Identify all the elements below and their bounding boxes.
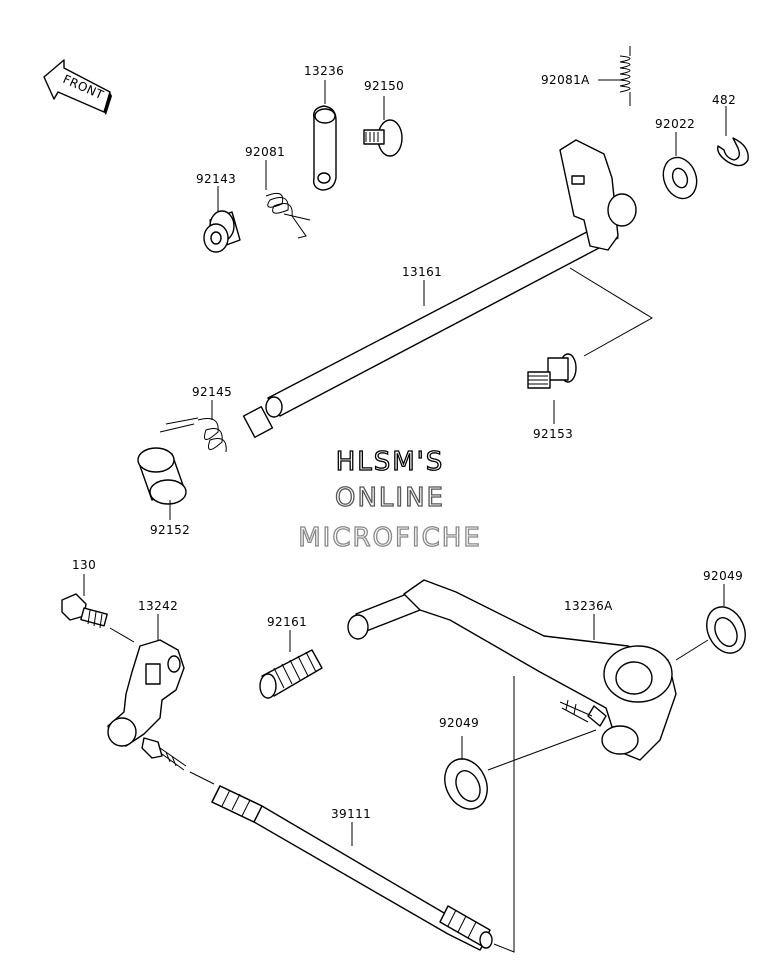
leader-shaft-92153 [569,267,653,357]
front-arrow-icon: FRONT [43,59,112,115]
label-92049-lower: 92049 [439,716,479,730]
part-482-circlip [717,137,749,167]
label-92081: 92081 [245,145,285,159]
part-92049-seal-lower [444,758,488,810]
label-130: 130 [72,558,96,572]
label-92152: 92152 [150,523,190,537]
part-39111-rod [211,785,493,951]
label-13236: 13236 [304,64,344,78]
part-92022-washer [662,156,698,200]
part-130-bolt [61,593,108,629]
leader-92049-lower-link [487,729,597,771]
label-92153: 92153 [533,427,573,441]
leader-pedal-rod [493,676,515,953]
part-92150-bolt [363,119,403,157]
watermark: HLSM'S ONLINE MICROFICHE [298,446,482,553]
label-39111: 39111 [331,807,371,821]
part-92081A-spring [619,46,631,106]
label-92049-upper: 92049 [703,569,743,583]
part-92081-spring [265,192,311,239]
watermark-line2: ONLINE [335,483,445,513]
label-92081A: 92081A [541,73,590,87]
leader-13242-rod [189,771,215,785]
label-92161: 92161 [267,615,307,629]
label-13161: 13161 [402,265,442,279]
label-13242: 13242 [138,599,178,613]
watermark-line1: HLSM'S [336,447,445,477]
label-92022: 92022 [655,117,695,131]
label-92145: 92145 [192,385,232,399]
part-92143-collar [203,210,241,253]
part-13236A-pedal [347,579,677,761]
label-482: 482 [712,93,736,107]
part-13242-lever [107,639,187,771]
part-13236-arm [312,105,337,191]
leader-92049-upper-link [675,639,709,661]
label-92150: 92150 [364,79,404,93]
part-92049-seal-upper [706,606,746,654]
watermark-line3: MICROFICHE [298,523,482,553]
label-92143: 92143 [196,172,236,186]
leader-130-link [109,627,135,643]
part-92153-pin [527,353,577,389]
label-13236A: 13236A [564,599,613,613]
part-92161-rubber [259,649,323,699]
part-92145-spring [159,417,227,453]
part-92152-collar [137,447,187,505]
part-13161-shaft [242,139,637,438]
